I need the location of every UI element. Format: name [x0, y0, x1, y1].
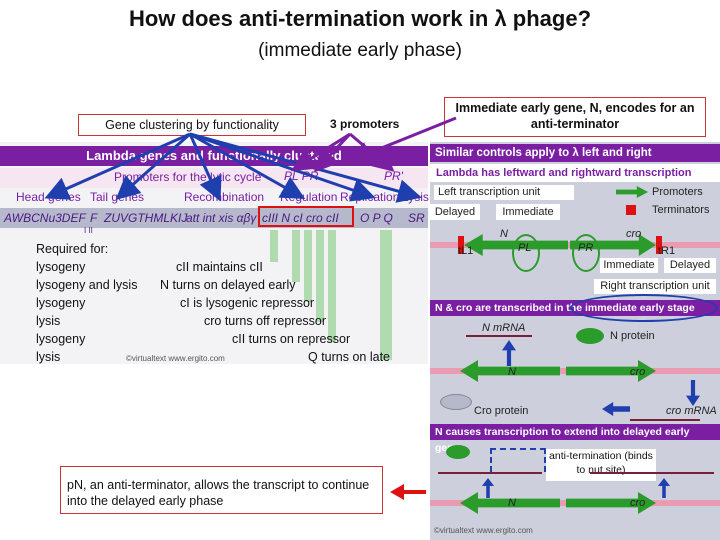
red-term-tl1 [458, 236, 464, 254]
n-protein-blob [576, 328, 604, 344]
req-left-0: lysogeny [36, 260, 86, 274]
required-label: Required for: [36, 242, 109, 256]
delayed-left-box: Delayed [430, 204, 480, 220]
band-1 [270, 230, 278, 262]
long-transcript-line [438, 472, 542, 474]
delayed-right-box: Delayed [664, 258, 716, 273]
page-subtitle: (immediate early phase) [258, 40, 462, 61]
n-gene-label-2: N [508, 366, 516, 378]
left-copyright: ©virtualtext www.ergito.com [126, 354, 225, 363]
pr-prime-label: PR' [384, 169, 403, 183]
req-right-1: N turns on delayed early [160, 278, 296, 292]
promoter-arrows [290, 116, 457, 173]
req-right-5: Q turns on late [308, 350, 390, 364]
genes-replication: O P Q [360, 211, 393, 225]
pr-highlight-circle [572, 234, 600, 272]
band-3 [304, 230, 312, 302]
pl-highlight-circle [512, 234, 540, 272]
req-right-4: cII turns on repressor [232, 332, 351, 346]
antitermination-dashed-box [490, 448, 546, 472]
cro-gene-label-2: cro [630, 366, 646, 378]
genes-f: F [90, 211, 98, 225]
page-title: How does anti-termination work in λ phag… [128, 6, 592, 31]
genes-tail: ZUVGTHMLKIJ [104, 211, 188, 225]
n-protein-label: N protein [610, 330, 655, 342]
cro-mrna-line [630, 419, 700, 421]
clustering-arrows [44, 132, 422, 203]
genes-recombination: att int xis αβγ [186, 211, 257, 225]
pl-label: PL [518, 242, 532, 254]
immediate-left-box: Immediate [496, 204, 560, 220]
genes-subscript: I II [84, 226, 93, 235]
cro-protein-label: Cro protein [474, 405, 529, 417]
gene-clustering-callout: Gene clustering by functionality [78, 114, 306, 136]
immediate-early-callout: Immediate early gene, N, encodes for an … [444, 97, 706, 137]
cro-gene-label-3: cro [630, 497, 646, 509]
req-left-4: lysogeny [36, 332, 86, 346]
n-gene-label: N [500, 228, 508, 240]
regulation-highlight [258, 206, 354, 227]
transcription-panel: Similar controls apply to λ left and rig… [430, 142, 720, 540]
cro-mrna-label: cro mRNA [666, 405, 717, 417]
band-4 [316, 230, 324, 322]
pN-callout: pN, an anti-terminator, allows the trans… [60, 466, 383, 514]
terminator-legend-mark [626, 205, 636, 215]
antitermination-label-box: anti-termination (binds to nut site) [546, 449, 656, 481]
req-right-2: cI is lysogenic repressor [180, 296, 315, 310]
tr1-label: tR1 [658, 245, 676, 257]
n-gene-label-3: N [508, 497, 516, 509]
immediate-right-box: Immediate [600, 258, 658, 273]
long-transcript-line-right [590, 472, 714, 474]
band-6 [380, 230, 392, 360]
genes-head: AWBCNu3DEF [4, 211, 86, 225]
terminators-legend: Terminators [652, 204, 710, 216]
rp-bar-3: N causes transcription to extend into de… [430, 424, 720, 454]
req-left-1: lysogeny and lysis [36, 278, 138, 292]
rp-lambda-units: Lambda has leftward and rightward transc… [430, 164, 720, 197]
three-promoters-callout: 3 promoters [330, 117, 400, 131]
tl1-label: tL1 [458, 245, 474, 257]
promoters-label: Promoters for the lytic cycle [114, 170, 262, 184]
nut-protein-blob [446, 445, 470, 459]
req-left-2: lysogeny [36, 296, 86, 310]
band-5 [328, 230, 336, 342]
band-2 [292, 230, 300, 282]
genes-lysis: SR [408, 211, 425, 225]
left-unit-box: Left transcription unit [434, 185, 574, 200]
cro-protein-blob [440, 394, 472, 410]
cro-gene-label: cro [626, 228, 642, 240]
pN-red-arrow [390, 484, 426, 500]
right-copyright: ©virtualtext www.ergito.com [434, 526, 533, 535]
n-mrna-line [466, 335, 532, 337]
req-left-5: lysis [36, 350, 61, 364]
red-term-tr1 [656, 236, 662, 254]
promoters-legend: Promoters [652, 186, 703, 198]
right-unit-box: Right transcription unit [594, 279, 716, 294]
n-mrna-label: N mRNA [482, 322, 526, 334]
gene-map-row: AWBCNu3DEF F ZUVGTHMLKIJ att int xis αβγ… [0, 208, 428, 228]
genes-regulation: cIII N cI cro cII [262, 211, 339, 225]
req-right-0: cII maintains cII [176, 260, 263, 274]
pr-label: PR [578, 242, 594, 254]
req-left-3: lysis [36, 314, 61, 328]
immediate-early-oval [570, 294, 718, 322]
req-right-3: cro turns off repressor [204, 314, 327, 328]
